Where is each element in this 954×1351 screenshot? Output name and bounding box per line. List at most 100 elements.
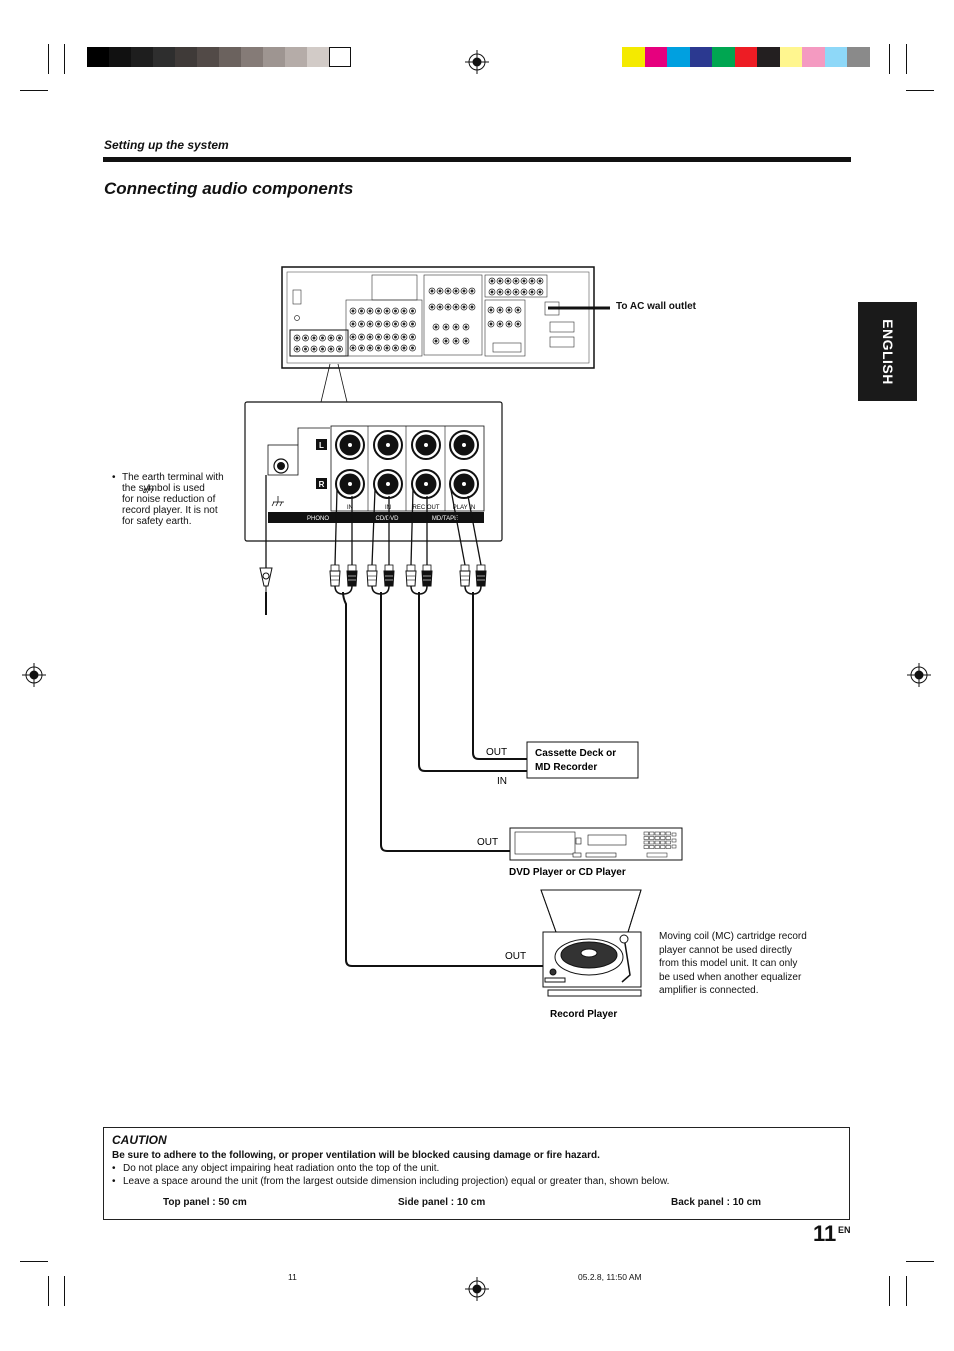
dvd-button: [654, 836, 660, 840]
channel-right-label: R: [319, 480, 325, 489]
dvd-button: [654, 845, 660, 849]
cable-lines: [265, 475, 482, 568]
color-swatch: [689, 47, 712, 67]
caution-box: [103, 1127, 850, 1220]
dvd-button: [665, 845, 671, 849]
dvd-button: [671, 838, 677, 843]
record-player-out-label: OUT: [505, 951, 526, 962]
dvd-button: [660, 845, 666, 849]
record-player-name: Record Player: [550, 1009, 617, 1020]
cd-dvd-group-label: CD/DVD: [375, 516, 399, 522]
rca-plug: [367, 564, 377, 572]
footer-timestamp: 05.2.8, 11:50 AM: [578, 1272, 642, 1282]
dvd-button: [643, 836, 649, 840]
rec-out-label: REC OUT: [413, 505, 440, 511]
rca-plug: [406, 564, 416, 572]
earth-symbol-inline-icon: [143, 484, 154, 494]
gray-swatch: [329, 47, 351, 67]
footer-page: 11: [288, 1272, 297, 1282]
dvd-button: [671, 844, 677, 849]
earth-note-bullet: •: [112, 472, 116, 483]
language-tab: ENGLISH: [858, 302, 917, 401]
dvd-button: [649, 831, 655, 836]
caution-bullet-1: •Do not place any object impairing heat …: [112, 1163, 440, 1174]
dvd-button: [649, 836, 655, 840]
cassette-in-label: IN: [497, 776, 507, 787]
gray-swatch: [153, 47, 175, 67]
gray-swatch: [175, 47, 197, 67]
caution-lead: Be sure to adhere to the following, or p…: [112, 1150, 600, 1161]
color-swatch: [779, 47, 802, 67]
color-swatch: [712, 47, 735, 67]
gray-swatch: [131, 47, 153, 67]
color-swatch: [622, 47, 645, 67]
dvd-button: [660, 840, 666, 845]
header-rule: [103, 157, 851, 162]
dvd-button: [671, 832, 677, 837]
cassette-out-label: OUT: [486, 747, 507, 758]
dvd-out-label: OUT: [477, 837, 498, 848]
section-label: Setting up the system: [104, 138, 229, 152]
dvd-button: [649, 840, 655, 845]
rca-plug: [330, 564, 340, 572]
gray-swatch: [87, 47, 109, 67]
dvd-button: [665, 836, 671, 840]
dvd-name: DVD Player or CD Player: [509, 867, 626, 878]
dvd-player-illustration: [509, 827, 683, 861]
dvd-button: [665, 831, 671, 836]
phono-group-label: PHONO: [307, 516, 329, 522]
color-swatch: [644, 47, 667, 67]
phono-in-label: IN: [347, 505, 353, 511]
color-swatch: [734, 47, 757, 67]
earth-note: The earth terminal with the symbol is us…: [122, 472, 224, 527]
earth-symbol-icon: [271, 496, 284, 507]
gray-swatch: [263, 47, 285, 67]
gray-swatch: [109, 47, 131, 67]
side-panel-clearance: Side panel : 10 cm: [398, 1197, 486, 1208]
page-title: Connecting audio components: [104, 179, 354, 198]
caution-title: CAUTION: [112, 1133, 167, 1147]
dvd-button: [654, 831, 660, 836]
registration-target-right: [907, 663, 931, 687]
record-player-illustration: [540, 889, 642, 997]
dvd-button: [665, 840, 671, 845]
page-number-suffix: EN: [838, 1225, 851, 1235]
connection-diagram: L R IN IN REC OUT PLAY IN PHONO CD/DVD M…: [244, 266, 683, 1020]
registration-target-left: [22, 663, 46, 687]
color-swatch: [847, 47, 870, 67]
channel-left-label: L: [319, 441, 324, 450]
color-swatch: [802, 47, 825, 67]
gray-swatch: [241, 47, 263, 67]
cassette-deck-box: [526, 741, 639, 779]
rca-plug: [460, 564, 470, 572]
gray-swatch: [285, 47, 307, 67]
color-swatch: [757, 47, 780, 67]
rca-plug: [384, 564, 394, 572]
mc-cartridge-note: Moving coil (MC) cartridge record player…: [659, 931, 807, 996]
dvd-button: [643, 845, 649, 849]
dvd-button: [643, 840, 649, 845]
gray-swatch: [197, 47, 219, 67]
back-panel-clearance: Back panel : 10 cm: [671, 1197, 762, 1208]
caution-bullet-2: •Leave a space around the unit (from the…: [112, 1176, 670, 1187]
registration-target-top: [465, 50, 489, 74]
rca-plug: [347, 564, 357, 572]
zoom-line-left: [320, 363, 331, 403]
dvd-button: [654, 840, 660, 845]
cassette-name-line1: Cassette Deck or: [535, 748, 616, 759]
rca-plug: [422, 564, 432, 572]
cassette-name-line2: MD Recorder: [535, 762, 597, 773]
cable-routes: [265, 591, 550, 967]
ac-outlet-label: To AC wall outlet: [616, 301, 696, 312]
dvd-button: [649, 845, 655, 849]
rca-plug: [476, 564, 486, 572]
dvd-button: [646, 852, 668, 858]
cd-in-label: IN: [385, 505, 391, 511]
gray-swatch: [219, 47, 241, 67]
gray-swatch: [307, 47, 329, 67]
dvd-button: [660, 831, 666, 836]
md-tape-group-label: MD/TAPE: [432, 516, 458, 522]
terminal-panel-enlarged: L R IN IN REC OUT PLAY IN PHONO CD/DVD M…: [244, 401, 503, 542]
top-panel-clearance: Top panel : 50 cm: [163, 1197, 247, 1208]
